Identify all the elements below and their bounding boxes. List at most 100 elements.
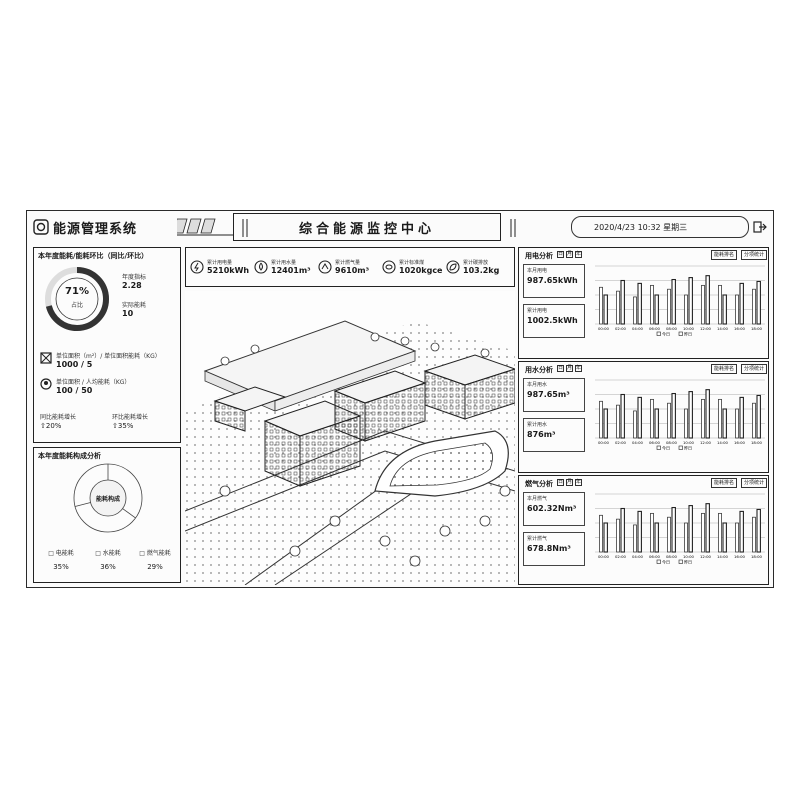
ranking-button[interactable]: 能耗排名 xyxy=(711,364,738,374)
bar-today-5 xyxy=(688,277,693,325)
ranking-button[interactable]: 能耗排名 xyxy=(711,478,738,488)
composition-donut xyxy=(73,463,143,533)
bracket-left-decoration xyxy=(242,219,248,237)
x-tick-label: 00:00 xyxy=(598,440,610,445)
ranking-button[interactable]: 能耗排名 xyxy=(711,250,738,260)
per-capita-label: 单位面积 / 人均能耗（KG） xyxy=(56,379,131,386)
annual-target-label: 年度指标 xyxy=(122,274,147,281)
x-tick-label: 10:00 xyxy=(683,326,695,331)
bar-today-2 xyxy=(637,510,642,553)
gauge-ring xyxy=(45,267,109,331)
x-tick-label: 00:00 xyxy=(598,554,610,559)
exit-icon[interactable] xyxy=(753,220,767,234)
x-tick-label: 12:00 xyxy=(700,326,712,331)
power-icon xyxy=(190,260,204,274)
legend-marker xyxy=(656,445,661,450)
gauge-label: 占比 xyxy=(70,302,83,309)
bar-yesterday-2 xyxy=(633,296,637,325)
electricity-analysis-panel: 用电分析 日 月 年 能耗排名 分项统计 本月用电 987.65kWh 累计用电… xyxy=(518,247,769,359)
x-tick-label: 18:00 xyxy=(751,554,763,559)
bar-yesterday-4 xyxy=(667,288,671,325)
option-year-button[interactable]: 年 xyxy=(575,251,582,258)
bar-today-2 xyxy=(637,396,642,439)
bar-today-7 xyxy=(722,522,727,553)
x-tick-label: 04:00 xyxy=(632,440,644,445)
per-capita-value: 100 / 50 xyxy=(56,386,93,395)
bar-yesterday-7 xyxy=(718,512,722,553)
bar-today-2 xyxy=(637,282,642,325)
bar-yesterday-1 xyxy=(616,290,620,325)
actual-usage-label: 实际能耗 xyxy=(122,302,147,309)
cumulative-box: 累计燃气 678.8Nm³ xyxy=(523,532,585,566)
x-tick-label: 02:00 xyxy=(615,326,627,331)
legend-marker xyxy=(678,331,683,336)
option-day-button[interactable]: 日 xyxy=(557,251,564,258)
x-tick-label: 12:00 xyxy=(700,440,712,445)
bar-yesterday-5 xyxy=(684,294,688,325)
bar-yesterday-4 xyxy=(667,516,671,553)
bar-today-3 xyxy=(654,294,659,325)
yoy-value: ⇧20% xyxy=(40,422,62,430)
bar-yesterday-0 xyxy=(599,400,603,439)
logo: 能源管理系统 xyxy=(33,216,239,238)
option-month-button[interactable]: 月 xyxy=(566,365,573,372)
center-title-box: 综合能源监控中心 xyxy=(233,213,501,241)
bar-yesterday-6 xyxy=(701,512,705,553)
area-icon xyxy=(40,352,52,364)
option-year-button[interactable]: 年 xyxy=(575,479,582,486)
x-tick-label: 04:00 xyxy=(632,554,644,559)
legend-label: 今日 xyxy=(662,559,670,565)
bar-yesterday-5 xyxy=(684,522,688,553)
itemized-button[interactable]: 分项统计 xyxy=(741,364,768,374)
bar-today-4 xyxy=(671,392,676,439)
x-tick-label: 14:00 xyxy=(717,326,729,331)
donut-center-label: 能耗构成 xyxy=(95,496,120,503)
legend-square-icon: □ xyxy=(48,550,54,557)
x-tick-label: 02:00 xyxy=(615,440,627,445)
x-tick-label: 06:00 xyxy=(649,326,661,331)
itemized-button[interactable]: 分项统计 xyxy=(741,478,768,488)
legend-label: 昨日 xyxy=(684,559,692,565)
donut-segment-divider-1 xyxy=(122,508,136,519)
panel-title: 本年度能耗/能耗环比（同比/环比） xyxy=(38,252,149,260)
up-arrow-icon: ⇧ xyxy=(40,422,46,430)
campus-3d-scene[interactable] xyxy=(185,291,515,585)
annual-target-value: 2.28 xyxy=(122,281,142,290)
option-day-button[interactable]: 日 xyxy=(557,479,564,486)
gauge-percent: 71% xyxy=(65,286,89,297)
option-year-button[interactable]: 年 xyxy=(575,365,582,372)
option-month-button[interactable]: 月 xyxy=(566,251,573,258)
option-month-button[interactable]: 月 xyxy=(566,479,573,486)
composition-legend: □ 电能耗 35% □ 水能耗 36% □ 燃气能耗 29% xyxy=(38,548,178,571)
header-stripes-decoration xyxy=(177,218,233,236)
bar-today-7 xyxy=(722,294,727,325)
bar-today-0 xyxy=(603,522,608,553)
option-day-button[interactable]: 日 xyxy=(557,365,564,372)
legend-square-icon: □ xyxy=(95,550,101,557)
x-tick-label: 10:00 xyxy=(683,440,695,445)
bar-yesterday-9 xyxy=(752,288,756,325)
legend-item-gas: □ 燃气能耗 29% xyxy=(139,550,171,571)
bar-today-6 xyxy=(705,275,710,325)
x-tick-label: 08:00 xyxy=(666,326,678,331)
datetime-display: 2020/4/23 10:32 星期三 xyxy=(571,216,749,238)
bracket-right-decoration xyxy=(510,219,516,237)
monthly-box: 本月燃气 602.32Nm³ xyxy=(523,492,585,526)
bar-yesterday-8 xyxy=(735,294,739,325)
bar-today-0 xyxy=(603,294,608,325)
mom-label: 环比能耗增长 xyxy=(112,414,149,421)
bar-today-8 xyxy=(739,282,744,325)
bar-yesterday-9 xyxy=(752,516,756,553)
bar-yesterday-8 xyxy=(735,408,739,439)
x-tick-label: 12:00 xyxy=(700,554,712,559)
cumulative-box: 累计用水 876m³ xyxy=(523,418,585,452)
bar-today-1 xyxy=(620,393,625,439)
itemized-button[interactable]: 分项统计 xyxy=(741,250,768,260)
panel-title: 本年度能耗构成分析 xyxy=(38,452,101,460)
x-tick-label: 16:00 xyxy=(734,326,746,331)
cumulative-box: 累计用电 1002.5kWh xyxy=(523,304,585,338)
